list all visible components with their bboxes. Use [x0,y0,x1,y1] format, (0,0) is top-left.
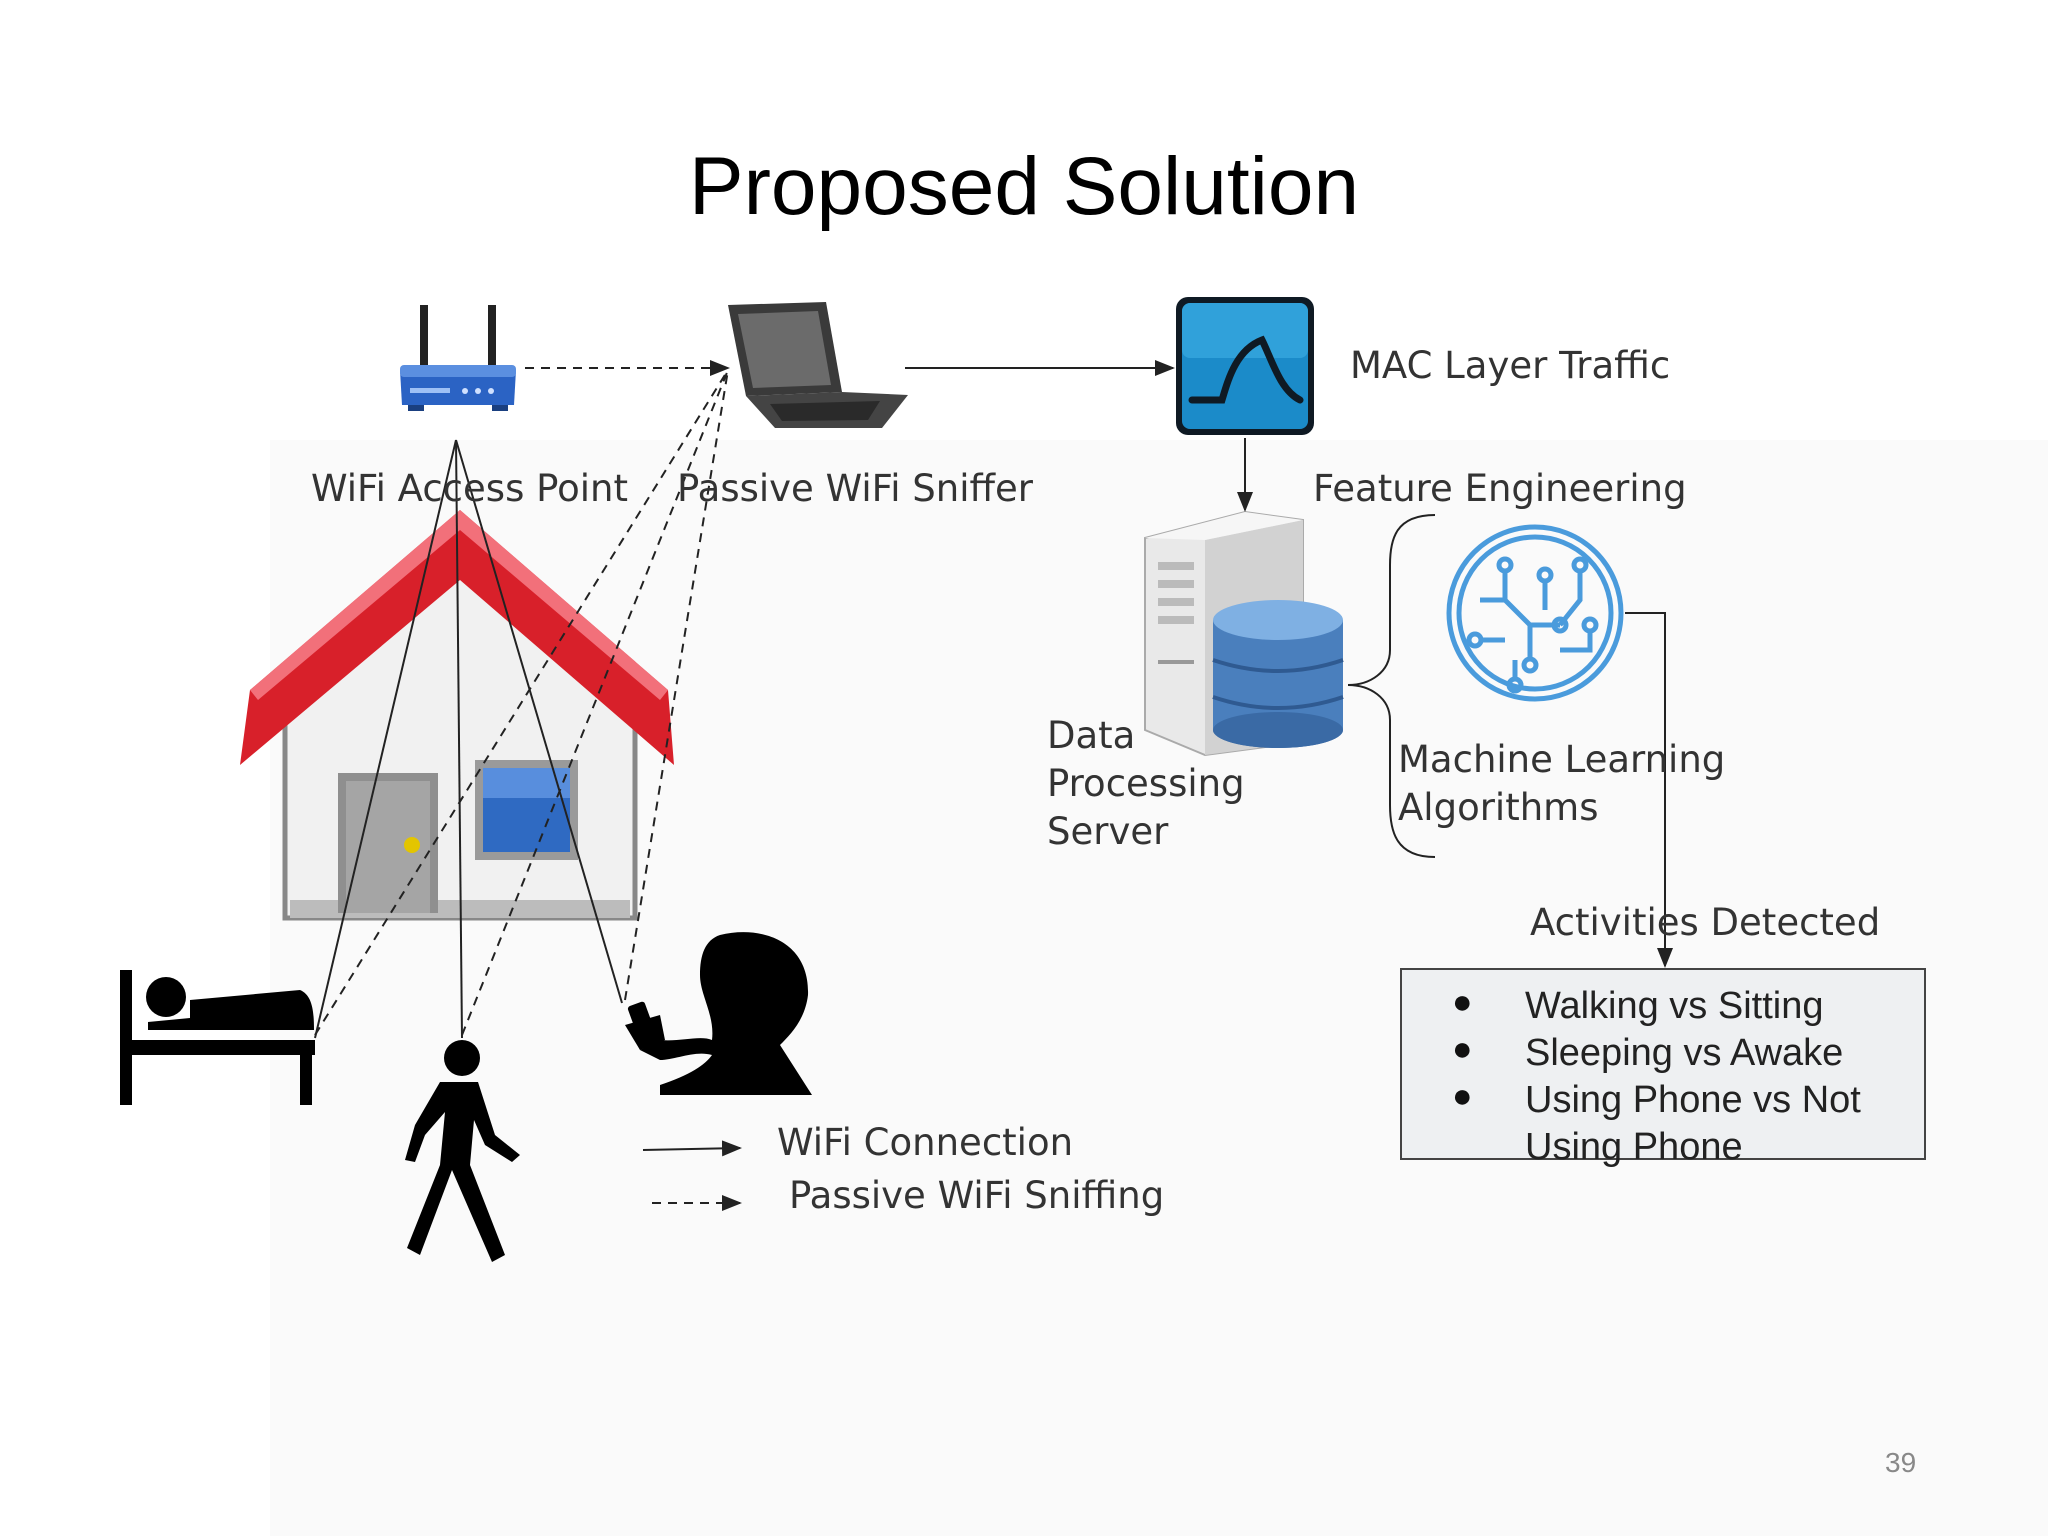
ml-label-line-1: Machine Learning [1398,738,1726,781]
mac-layer-traffic-label: MAC Layer Traffic [1350,344,1671,387]
ml-to-activities-arrow [1625,612,1673,968]
server-label-line-3: Server [1047,810,1169,853]
activity-item: ● Using Phone vs Not [1402,1077,1922,1123]
circuit-brain-icon [1446,524,1624,702]
ml-label-line-2: Algorithms [1398,786,1599,829]
wifi-connection-lines [314,439,623,1039]
phone-user-icon [625,932,812,1095]
wireshark-icon [1176,297,1314,435]
database-icon [1212,600,1344,748]
wifi-access-point-label: WiFi Access Point [311,467,628,510]
page-number: 39 [1885,1447,1917,1478]
activity-item-continuation: Using Phone [1402,1124,1922,1170]
feature-brace [1347,514,1436,858]
walking-person-icon [405,1040,520,1262]
legend-solid-line [642,1140,742,1157]
activity-item: ● Sleeping vs Awake [1402,1030,1922,1076]
router-icon [400,305,516,411]
legend-lines [642,1140,742,1211]
activity-item: ● Walking vs Sitting [1402,983,1922,1029]
activity-text: Using Phone [1525,1126,1743,1168]
activity-text: Using Phone vs Not [1525,1079,1861,1121]
laptop-icon [728,302,908,428]
legend-passive-sniffing-label: Passive WiFi Sniffing [789,1174,1165,1217]
activity-text: Sleeping vs Awake [1525,1032,1844,1074]
activities-detected-label: Activities Detected [1530,901,1881,944]
slide-title: Proposed Solution [688,141,1360,232]
passive-sniffing-lines [314,369,729,1036]
bullet-icon: ● [1452,1030,1473,1068]
bullet-icon: ● [1452,1077,1473,1115]
bullet-icon: ● [1452,983,1473,1021]
server-label-line-2: Processing [1047,762,1245,805]
flow-arrows [525,360,1673,968]
activity-text: Walking vs Sitting [1525,985,1824,1027]
server-label-line-1: Data [1047,714,1136,757]
machine-learning-label: Machine Learning Algorithms [1398,736,1725,832]
bed-icon [120,970,315,1105]
activities-box: ● Walking vs Sitting ● Sleeping vs Awake… [1400,968,1926,1168]
feature-engineering-label: Feature Engineering [1313,467,1687,510]
data-processing-server-label: Data Processing Server [1047,712,1245,856]
legend-wifi-connection-label: WiFi Connection [777,1121,1074,1164]
passive-wifi-sniffer-label: Passive WiFi Sniffer [677,467,1033,510]
